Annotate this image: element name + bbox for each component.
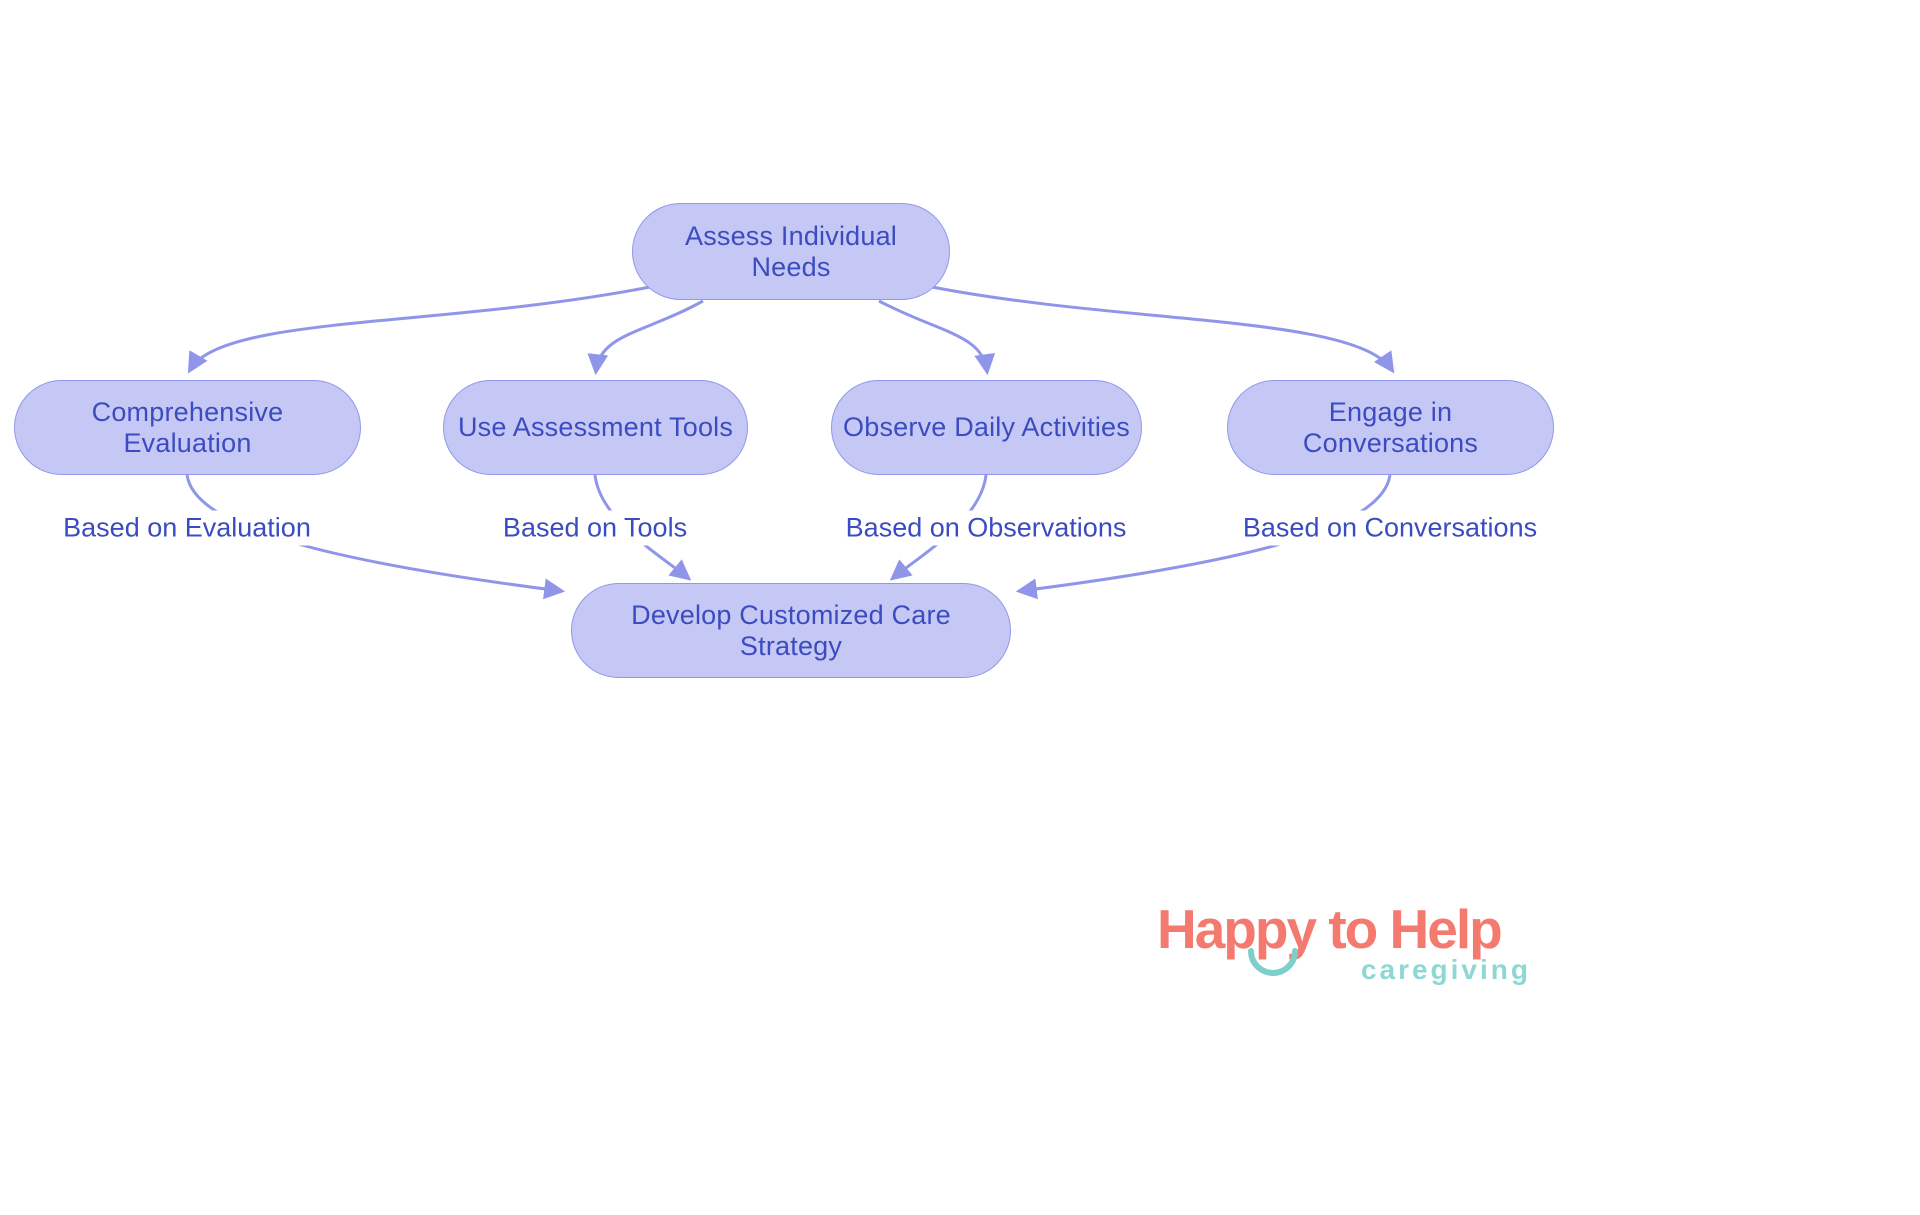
node-label: Engage in Conversations (1302, 396, 1479, 458)
node-label: Develop Customized Care Strategy (631, 599, 951, 661)
node-develop-customized-care-strategy: Develop Customized Care Strategy (571, 583, 1011, 678)
edge-label-based-on-observations: Based on Observations (837, 510, 1135, 546)
arrow-assess-to-tools (587, 299, 704, 376)
edge-label-based-on-tools: Based on Tools (494, 510, 696, 546)
node-label: Use Assessment Tools (457, 412, 734, 442)
node-observe-daily-activities: Observe Daily Activities (831, 380, 1142, 475)
node-engage-in-conversations: Engage in Conversations (1227, 380, 1554, 475)
arrow-assess-to-evaluation (187, 285, 651, 374)
node-assess-individual-needs: Assess Individual Needs (632, 203, 950, 300)
node-label: Assess Individual Needs (684, 220, 897, 282)
logo-tagline: caregiving (1360, 953, 1531, 985)
arrow-assess-to-engage (931, 285, 1395, 374)
node-use-assessment-tools: Use Assessment Tools (443, 380, 748, 475)
logo-wordmark: Happy to Help (1157, 898, 1503, 960)
arrow-assess-to-observe (878, 299, 996, 376)
node-label: Comprehensive Evaluation (91, 396, 284, 458)
node-label: Observe Daily Activities (843, 412, 1130, 442)
smile-icon (1248, 948, 1298, 976)
edge-label-based-on-evaluation: Based on Evaluation (55, 510, 319, 546)
happy-to-help-logo: Happy to Help caregiving (1157, 899, 1531, 986)
edge-label-based-on-conversations: Based on Conversations (1234, 510, 1546, 546)
node-comprehensive-evaluation: Comprehensive Evaluation (14, 380, 361, 475)
